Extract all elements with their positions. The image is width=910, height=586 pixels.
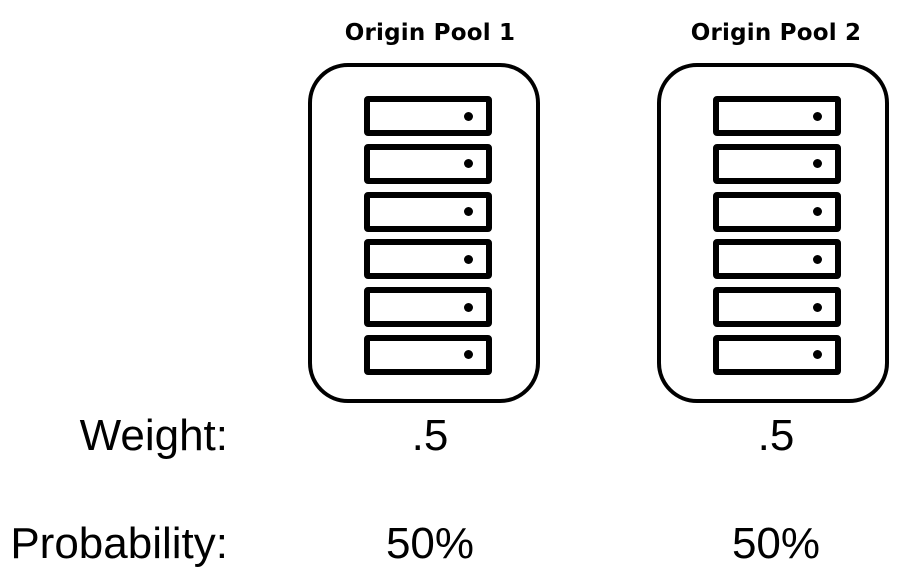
- server-icon: [364, 96, 492, 136]
- server-status-dot: [464, 302, 473, 312]
- pool-2-server-rack: [713, 96, 841, 383]
- server-status-dot: [813, 159, 822, 169]
- server-icon: [364, 287, 492, 328]
- pool-2-title: Origin Pool 2: [690, 20, 862, 46]
- server-icon: [713, 334, 841, 375]
- server-icon: [713, 96, 841, 136]
- server-icon: [713, 191, 841, 232]
- server-status-dot: [813, 111, 822, 121]
- server-status-dot: [464, 350, 473, 360]
- server-icon: [713, 239, 841, 280]
- server-status-dot: [464, 207, 473, 217]
- pool-2-probability: 50%: [731, 519, 821, 568]
- pool-1-server-rack: [364, 96, 492, 383]
- pool-2-weight: .5: [757, 411, 795, 460]
- server-icon: [713, 287, 841, 328]
- server-icon: [364, 239, 492, 280]
- pool-1-probability: 50%: [385, 519, 475, 568]
- server-status-dot: [813, 254, 822, 264]
- server-icon: [364, 334, 492, 375]
- weight-label: Weight:: [79, 411, 228, 460]
- server-icon: [364, 143, 492, 184]
- pool-2-container: [657, 63, 889, 403]
- pool-1-container: [308, 63, 540, 403]
- server-status-dot: [813, 207, 822, 217]
- server-status-dot: [813, 350, 822, 360]
- pool-1-title: Origin Pool 1: [344, 20, 516, 46]
- server-status-dot: [464, 159, 473, 169]
- pool-1-weight: .5: [411, 411, 449, 460]
- server-status-dot: [464, 254, 473, 264]
- server-status-dot: [464, 111, 473, 121]
- server-icon: [713, 143, 841, 184]
- server-status-dot: [813, 302, 822, 312]
- server-icon: [364, 191, 492, 232]
- probability-label: Probability:: [10, 519, 228, 568]
